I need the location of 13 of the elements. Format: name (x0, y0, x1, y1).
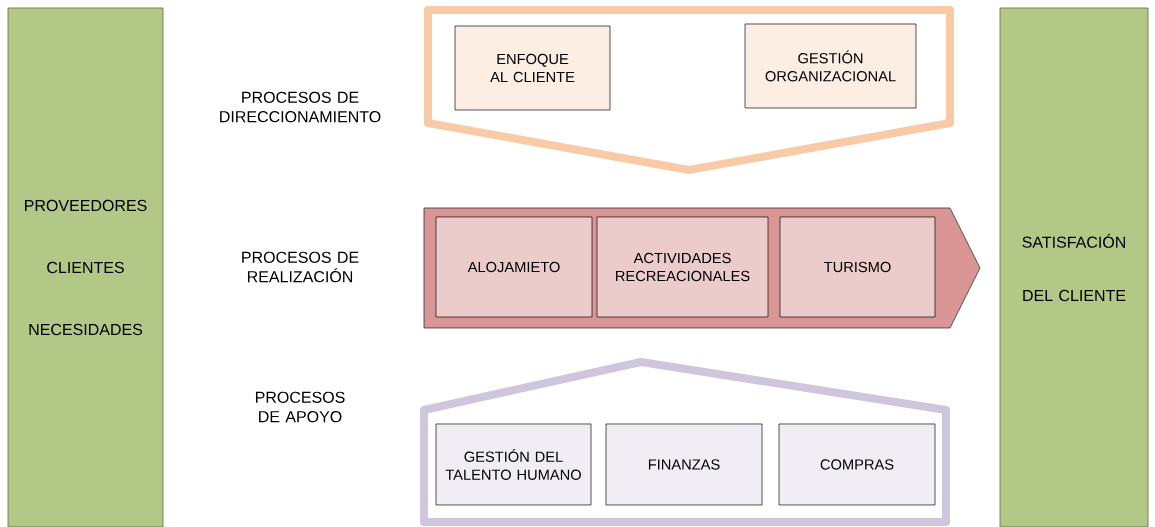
process-box: FINANZAS (605, 423, 763, 506)
process-label: PROCESOS DE DIRECCIONAMIENTO (220, 91, 381, 123)
side-bar: PROVEEDORES CLIENTES NECESIDADES (7, 7, 164, 527)
process-box: GESTIÓN DEL TALENTO HUMANO (435, 423, 592, 506)
process-box: COMPRAS (778, 423, 936, 506)
process-box: GESTIÓN ORGANIZACIONAL (744, 23, 917, 109)
process-box: ENFOQUE AL CLIENTE (454, 25, 611, 111)
side-bar: SATISFACIÓN DEL CLIENTE (999, 7, 1149, 527)
process-box: TURISMO (779, 216, 936, 318)
process-box: ACTIVIDADES RECREACIONALES (596, 216, 769, 318)
process-box: ALOJAMIETO (435, 216, 593, 318)
process-label: PROCESOS DE APOYO (256, 391, 345, 423)
process-label: PROCESOS DE REALIZACIÓN (242, 251, 359, 283)
